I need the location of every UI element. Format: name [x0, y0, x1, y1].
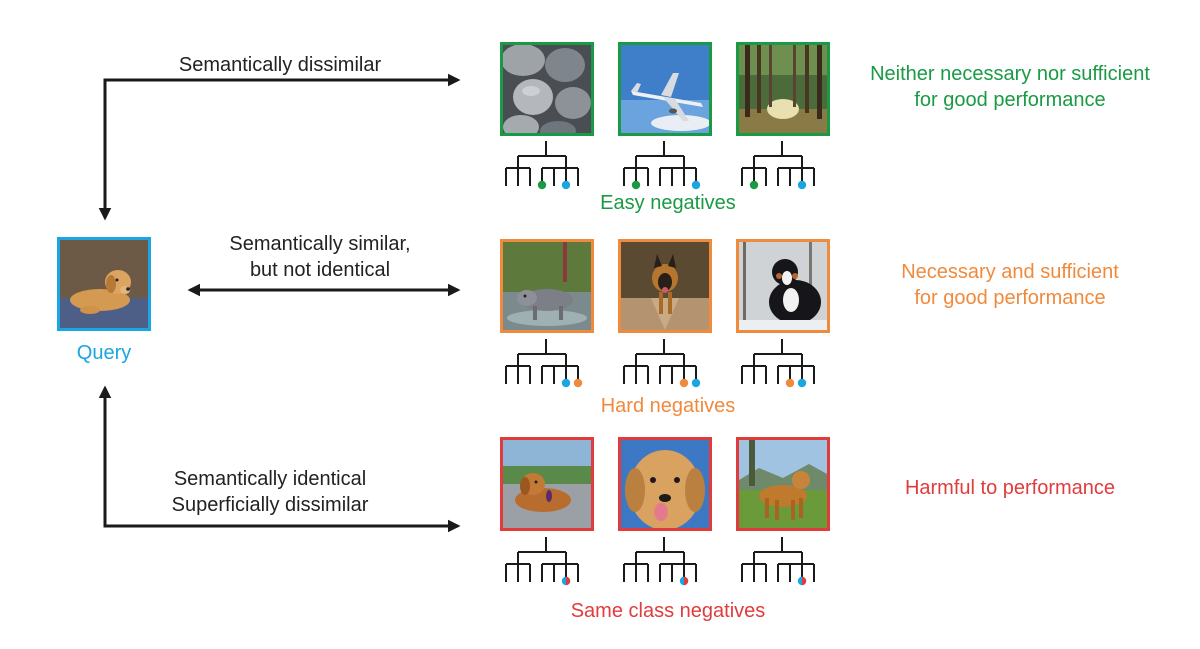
same-tree-2	[623, 537, 697, 582]
easy-query-dot-2	[691, 180, 701, 190]
arrow-top-label: Semantically dissimilar	[178, 54, 382, 76]
golden-retriever-lying-on-blanket-icon	[60, 240, 148, 328]
same-negative-dot-3	[802, 576, 807, 586]
arrow-top	[98, 73, 461, 221]
hard-tree-1	[505, 339, 579, 384]
hard-tree-2	[623, 339, 697, 384]
golden-retriever-close-up-icon	[621, 440, 709, 528]
same-class-negatives-description: Harmful to performance	[840, 475, 1180, 501]
easy-description-line1: Neither necessary nor sufficient	[870, 63, 1150, 85]
easy-description-line2: for good performance	[914, 89, 1106, 111]
arrow-middle-label: Semantically similar, but not identical	[200, 231, 440, 283]
hard-negative-image-2	[618, 239, 712, 333]
same-negative-dot-1	[566, 576, 571, 586]
easy-tree-3	[741, 141, 815, 186]
easy-tree-1	[505, 141, 579, 186]
easy-query-dot-1	[561, 180, 571, 190]
hard-tree-3	[741, 339, 815, 384]
easy-query-dot-3	[797, 180, 807, 190]
arrow-middle-label-line1: Semantically similar,	[229, 233, 411, 255]
easy-negatives-label: Easy negatives	[600, 192, 736, 214]
arrow-bottom	[98, 385, 461, 533]
arrows-layer	[98, 73, 461, 533]
pebbles-icon	[503, 45, 591, 133]
same-description-line1: Harmful to performance	[904, 477, 1116, 499]
easy-negative-image-3	[736, 42, 830, 136]
hard-query-dot-1	[561, 378, 571, 388]
easy-negatives-description: Neither necessary nor sufficient for goo…	[840, 61, 1180, 113]
arrow-bottom-label-line1: Semantically identical	[173, 468, 367, 490]
easy-tree-2	[623, 141, 697, 186]
hard-negatives-label: Hard negatives	[600, 395, 736, 417]
same-class-negative-image-2	[618, 437, 712, 531]
trees-layer	[505, 141, 815, 586]
airplane-icon	[621, 45, 709, 133]
query-label: Query	[76, 342, 132, 364]
query-image	[57, 237, 151, 331]
easy-negative-image-2	[618, 42, 712, 136]
arrow-middle-label-line2: but not identical	[249, 259, 391, 281]
hard-negative-dot-3	[785, 378, 795, 388]
easy-negative-dot-3	[749, 180, 759, 190]
hard-negative-image-1	[500, 239, 594, 333]
same-class-negative-image-3	[736, 437, 830, 531]
same-negative-dot-2	[684, 576, 689, 586]
golden-retriever-in-field-icon	[739, 440, 827, 528]
arrow-bottom-label: Semantically identical Superficially dis…	[150, 466, 390, 518]
hard-description-line1: Necessary and sufficient	[901, 261, 1119, 283]
hard-query-dot-3	[797, 378, 807, 388]
same-tree-3	[741, 537, 815, 582]
easy-negative-dot-1	[537, 180, 547, 190]
hard-negative-image-3	[736, 239, 830, 333]
easy-negative-dot-2	[631, 180, 641, 190]
arrow-bottom-label-line2: Superficially dissimilar	[171, 494, 369, 516]
hard-query-dot-2	[691, 378, 701, 388]
same-tree-1	[505, 537, 579, 582]
hard-negatives-description: Necessary and sufficient for good perfor…	[840, 259, 1180, 311]
german-shepherd-running-icon	[621, 242, 709, 330]
bernese-mountain-dog-in-snow-icon	[739, 242, 827, 330]
same-class-negatives-label: Same class negatives	[570, 600, 766, 622]
wet-dog-in-creek-icon	[503, 242, 591, 330]
easy-negative-image-1	[500, 42, 594, 136]
forest-icon	[739, 45, 827, 133]
same-class-negative-image-1	[500, 437, 594, 531]
golden-retriever-on-lawn-icon	[503, 440, 591, 528]
hard-negative-dot-2	[679, 378, 689, 388]
hard-description-line2: for good performance	[914, 287, 1106, 309]
hard-negative-dot-1	[573, 378, 583, 388]
